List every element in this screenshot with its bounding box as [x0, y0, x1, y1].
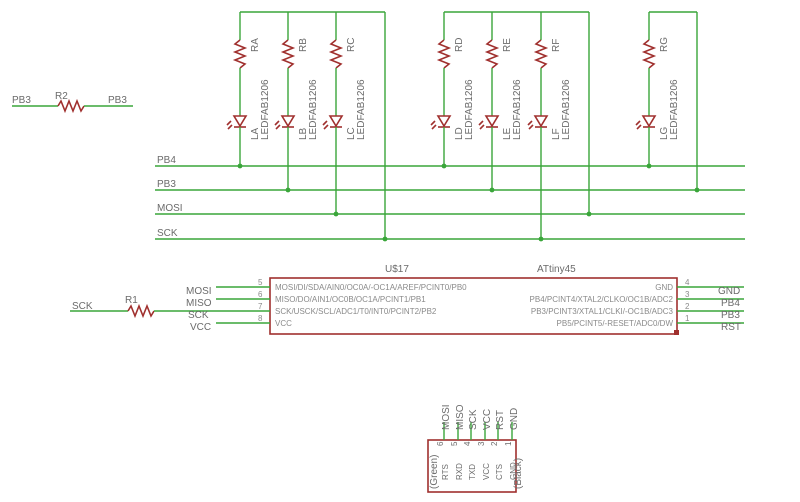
chip-pin-name-3: PB4/PCINT4/XTAL2/CLKO/OC1B/ADC2: [530, 295, 674, 304]
chip-pin-name-7: SCK/USCK/SCL/ADC1/T0/INT0/PCINT2/PB2: [275, 307, 437, 316]
connector-green-label: (Green): [429, 455, 440, 489]
connector-net-gnd: GND: [509, 408, 520, 430]
resistor-rc-label: RC: [346, 38, 357, 52]
led-la-value: LEDFAB1206: [260, 79, 271, 140]
led-array: RA LA LEDFAB1206 RB LB LEDFAB1206: [226, 11, 700, 242]
chip-net-label-sck: SCK: [188, 310, 209, 321]
chip-pin-num-4: 4: [685, 278, 690, 287]
chip-net-label-vcc: VCC: [190, 322, 211, 333]
ftdi-connector: MOSI MISO SCK VCC RST GND 6 5 4 3 2 1 RT…: [427, 404, 524, 493]
chip-net-label-gnd: GND: [718, 286, 740, 297]
led-le-value: LEDFAB1206: [512, 79, 523, 140]
connector-pin-vcc: VCC: [482, 463, 491, 480]
chip-net-label-pb4: PB4: [721, 298, 740, 309]
connector-net-miso: MISO: [455, 404, 466, 430]
bus-label-sck: SCK: [157, 228, 178, 239]
chip-pin-num-1: 1: [685, 314, 690, 323]
connector-pin-num-5: 5: [450, 441, 459, 446]
led-lg-label: LG: [659, 126, 670, 140]
connector-pin-num-6: 6: [436, 441, 445, 446]
r2-right-net-label: PB3: [108, 95, 127, 106]
led-lc-label: LC: [346, 127, 357, 140]
chip-net-label-mosi: MOSI: [186, 286, 212, 297]
resistor-rb-label: RB: [298, 38, 309, 52]
chip-pin-name-5: MOSI/DI/SDA/AIN0/OC0A/-OC1A/AREF/PCINT0/…: [275, 283, 467, 292]
connector-net-sck: SCK: [468, 409, 479, 430]
connector-pin-txd: TXD: [468, 464, 477, 480]
chip-net-label-pb3: PB3: [721, 310, 740, 321]
resistor-rd-label: RD: [454, 38, 465, 52]
bus-label-pb3: PB3: [157, 179, 176, 190]
r1-name-label: R1: [125, 295, 138, 306]
led-lb-label: LB: [298, 127, 309, 140]
led-lg-value: LEDFAB1206: [669, 79, 680, 140]
chip-pin-name-1: PB5/PCINT5/-RESET/ADC0/DW: [557, 319, 674, 328]
bus-label-pb4: PB4: [157, 155, 176, 166]
r2-name-label: R2: [55, 91, 68, 102]
r1-left-net-label: SCK: [72, 301, 93, 312]
resistor-rg-label: RG: [659, 37, 670, 52]
attiny45-chip: U$17 ATtiny45 5 6 7 8 MOSI/DI/SDA/AIN0/O…: [186, 264, 744, 335]
led-lf-value: LEDFAB1206: [561, 79, 572, 140]
connector-pin-rxd: RXD: [455, 463, 464, 480]
resistor-r1: SCK R1: [70, 295, 187, 319]
led-lc-value: LEDFAB1206: [356, 79, 367, 140]
connector-pin-num-1: 1: [504, 441, 513, 446]
resistor-re-label: RE: [502, 38, 513, 52]
led-ld-value: LEDFAB1206: [464, 79, 475, 140]
led-column-c: RC LC LEDFAB1206: [322, 12, 388, 242]
led-ld-label: LD: [454, 127, 465, 140]
led-column-b: RB LB LEDFAB1206: [274, 12, 319, 193]
resistor-rf-label: RF: [551, 39, 562, 52]
chip-net-label-rst: RST: [721, 322, 741, 333]
resistor-r2: PB3 R2 PB3: [12, 91, 133, 114]
chip-pin-name-2: PB3/PCINT3/XTAL1/CLKI/-OC1B/ADC3: [531, 307, 674, 316]
bus-label-mosi: MOSI: [157, 203, 183, 214]
led-column-e: RE LE LEDFAB1206: [478, 12, 523, 193]
led-column-g: RG LG LEDFAB1206: [635, 12, 700, 193]
chip-pin-num-8: 8: [258, 314, 263, 323]
led-le-label: LE: [502, 127, 513, 140]
connector-pin-num-4: 4: [463, 441, 472, 446]
connector-pin-rts: RTS: [441, 464, 450, 480]
connector-pin-cts: CTS: [495, 464, 504, 480]
connector-net-vcc: VCC: [482, 409, 493, 430]
led-column-a: RA LA LEDFAB1206: [226, 12, 271, 169]
resistor-ra-label: RA: [250, 38, 261, 52]
led-column-d: RD LD LEDFAB1206: [430, 12, 475, 169]
chip-pin-num-2: 2: [685, 302, 690, 311]
connector-pin-num-2: 2: [490, 441, 499, 446]
connector-black-label: (Black): [513, 458, 524, 489]
connector-net-mosi: MOSI: [441, 404, 452, 430]
led-column-f: RF LF LEDFAB1206: [527, 12, 592, 242]
chip-pin-num-7: 7: [258, 302, 263, 311]
chip-pin-num-6: 6: [258, 290, 263, 299]
chip-value-label: ATtiny45: [537, 264, 576, 275]
led-lb-value: LEDFAB1206: [308, 79, 319, 140]
chip-name-label: U$17: [385, 264, 409, 275]
chip-pin-name-8: VCC: [275, 319, 292, 328]
chip-pin-num-3: 3: [685, 290, 690, 299]
chip-net-label-miso: MISO: [186, 298, 212, 309]
connector-pin-num-3: 3: [477, 441, 486, 446]
chip-pin-name-4: GND: [655, 283, 673, 292]
bus-lines: PB4 PB3 MOSI SCK: [155, 155, 745, 240]
chip-pin-num-5: 5: [258, 278, 263, 287]
connector-net-rst: RST: [495, 410, 506, 430]
chip-pin-name-6: MISO/DO/AIN1/OC0B/OC1A/PCINT1/PB1: [275, 295, 426, 304]
led-lf-label: LF: [551, 128, 562, 140]
r2-left-net-label: PB3: [12, 95, 31, 106]
connector-pin-gnd: GND: [509, 462, 518, 480]
led-la-label: LA: [250, 127, 261, 140]
